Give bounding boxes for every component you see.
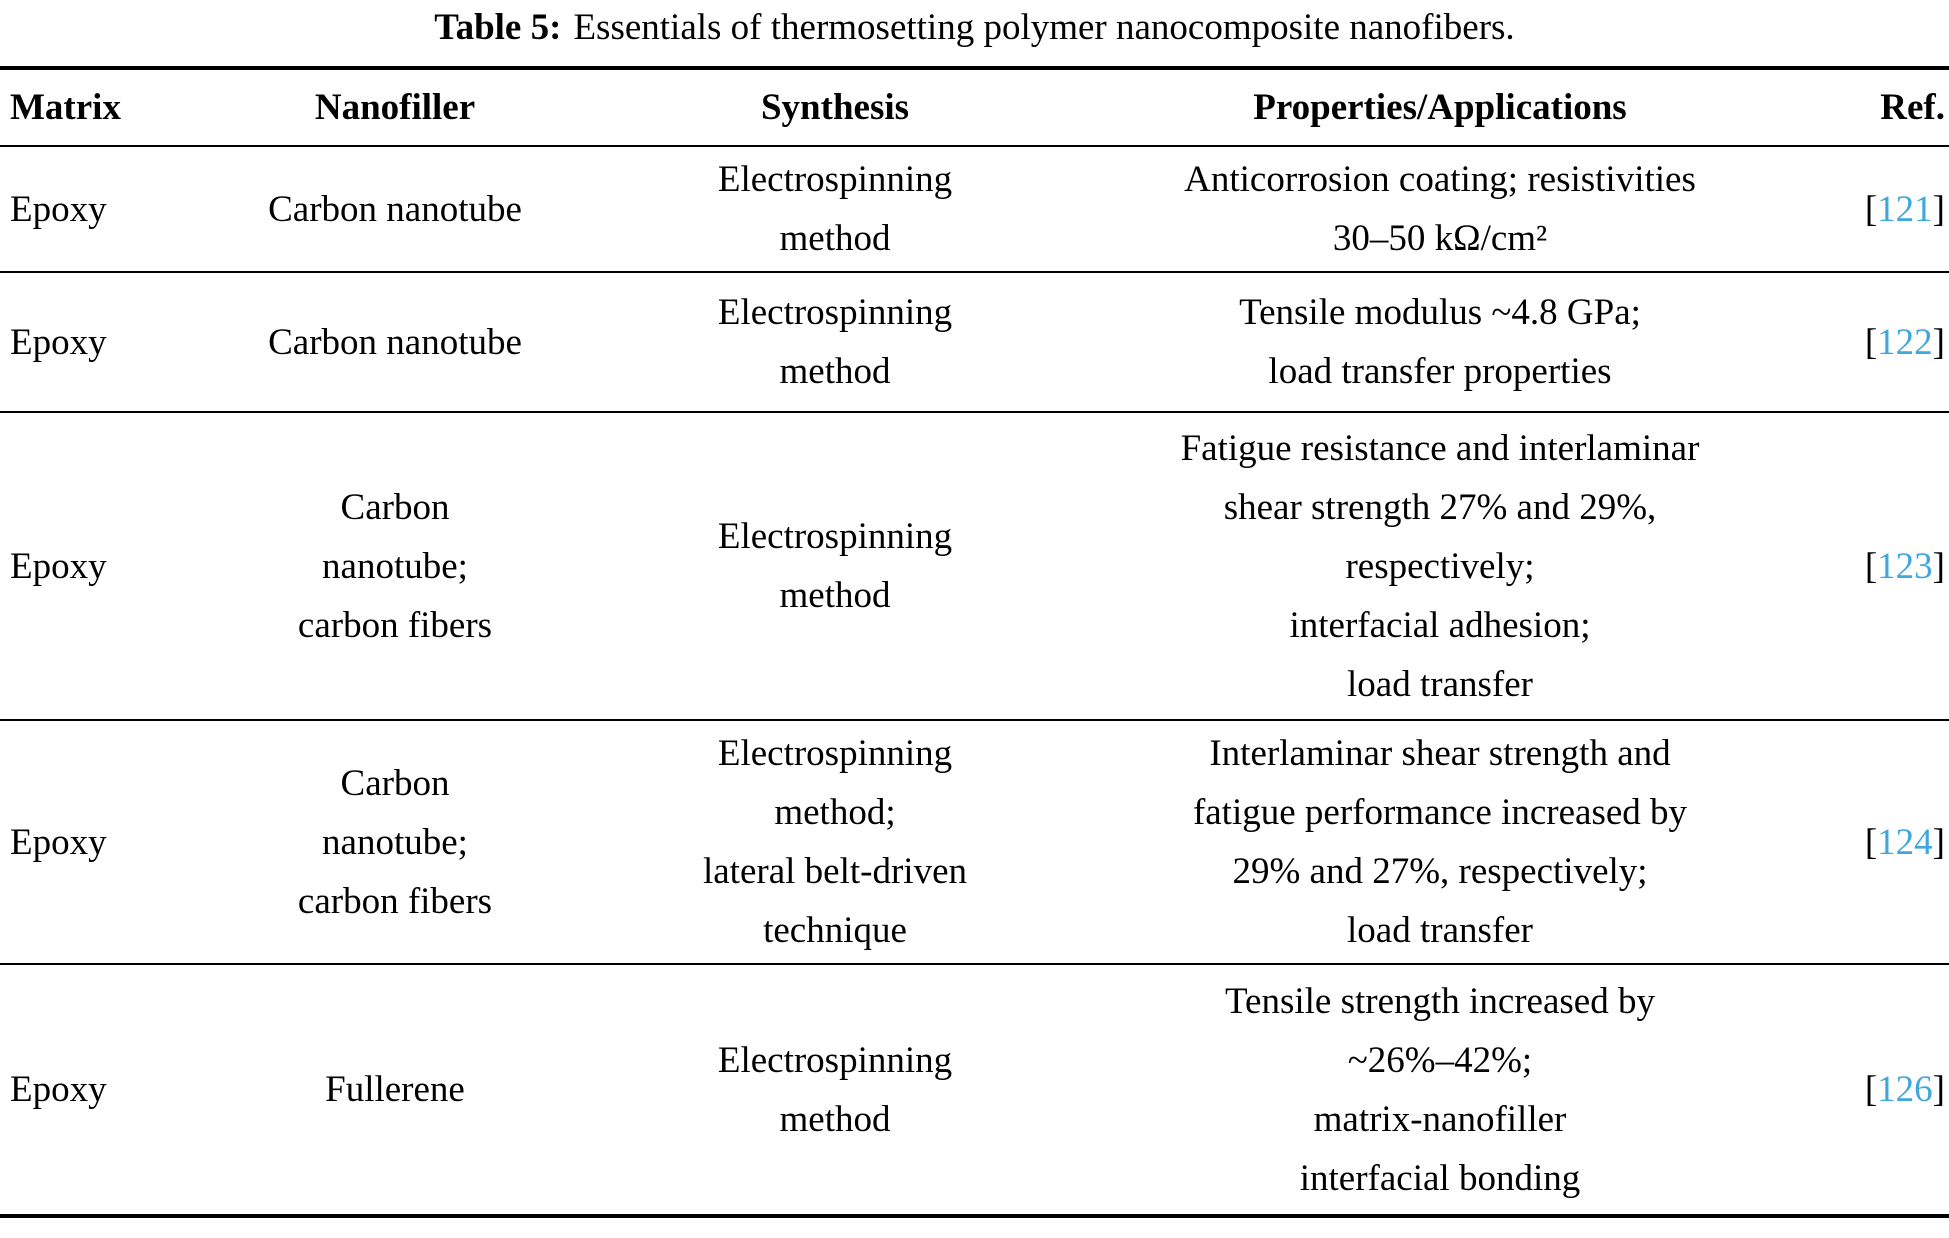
citation-link[interactable]: 122 bbox=[1877, 321, 1933, 363]
cell-nanofiller: Carbon nanotube bbox=[268, 321, 522, 363]
cell-nanofiller: Carbon nanotube bbox=[268, 188, 522, 230]
header-row: Matrix Nanofiller Synthesis Properties/A… bbox=[0, 68, 1949, 147]
header-nanofiller: Nanofiller bbox=[180, 68, 610, 147]
cell-matrix: Epoxy bbox=[10, 1069, 107, 1110]
citation-link[interactable]: 121 bbox=[1877, 188, 1933, 230]
cell-ref: [126] bbox=[1820, 964, 1949, 1216]
ref-bracket-open: [ bbox=[1864, 188, 1878, 230]
cell-nanofiller: Carbon nanotube; carbon fibers bbox=[297, 486, 493, 646]
table-row: Epoxy Carbon nanotube; carbon fibers Ele… bbox=[0, 720, 1949, 964]
ref-bracket-close: ] bbox=[1932, 188, 1945, 230]
ref-bracket-close: ] bbox=[1932, 821, 1945, 863]
table-row: Epoxy Carbon nanotube Electrospinning me… bbox=[0, 272, 1949, 412]
header-synthesis: Synthesis bbox=[610, 68, 1060, 147]
cell-ref: [123] bbox=[1820, 412, 1949, 720]
ref-bracket-close: ] bbox=[1932, 321, 1945, 363]
cell-synthesis: Electrospinning method bbox=[717, 1039, 953, 1140]
cell-synthesis: Electrospinning method bbox=[717, 516, 953, 616]
nanocomposite-table: Matrix Nanofiller Synthesis Properties/A… bbox=[0, 66, 1949, 1218]
cell-matrix: Epoxy bbox=[10, 545, 107, 587]
table-caption-label: Table 5: bbox=[434, 7, 562, 48]
header-matrix: Matrix bbox=[0, 68, 180, 147]
ref-bracket-close: ] bbox=[1932, 1069, 1945, 1110]
cell-ref: [121] bbox=[1820, 146, 1949, 272]
cell-synthesis: Electrospinning method bbox=[717, 159, 953, 259]
citation-link[interactable]: 124 bbox=[1877, 821, 1933, 863]
cell-properties: Tensile modulus ~4.8 GPa; load transfer … bbox=[1239, 292, 1641, 392]
table-row: Epoxy Carbon nanotube; carbon fibers Ele… bbox=[0, 412, 1949, 720]
cell-nanofiller: Fullerene bbox=[325, 1069, 465, 1110]
cell-properties: Fatigue resistance and interlaminar shea… bbox=[1180, 427, 1700, 705]
table-body: Epoxy Carbon nanotube Electrospinning me… bbox=[0, 146, 1949, 1216]
cell-synthesis: Electrospinning method; lateral belt-dri… bbox=[702, 733, 967, 951]
citation-link[interactable]: 123 bbox=[1877, 545, 1933, 587]
cell-properties: Tensile strength increased by ~26%–42%; … bbox=[1225, 980, 1655, 1199]
ref-bracket-open: [ bbox=[1864, 821, 1878, 863]
table-row: Epoxy Fullerene Electrospinning method T… bbox=[0, 964, 1949, 1216]
header-ref: Ref. bbox=[1820, 68, 1949, 147]
ref-bracket-open: [ bbox=[1864, 321, 1878, 363]
ref-bracket-open: [ bbox=[1864, 545, 1878, 587]
cell-ref: [124] bbox=[1820, 720, 1949, 964]
ref-bracket-open: [ bbox=[1864, 1069, 1878, 1110]
cell-matrix: Epoxy bbox=[10, 821, 107, 863]
cell-matrix: Epoxy bbox=[10, 321, 107, 363]
cell-nanofiller: Carbon nanotube; carbon fibers bbox=[297, 762, 493, 922]
cell-synthesis: Electrospinning method bbox=[717, 292, 953, 392]
cell-matrix: Epoxy bbox=[10, 188, 107, 230]
ref-bracket-close: ] bbox=[1932, 545, 1945, 587]
table-header: Matrix Nanofiller Synthesis Properties/A… bbox=[0, 68, 1949, 147]
citation-link[interactable]: 126 bbox=[1877, 1069, 1933, 1110]
cell-properties: Anticorrosion coating; resistivities 30–… bbox=[1184, 159, 1696, 259]
header-properties: Properties/Applications bbox=[1060, 68, 1820, 147]
cell-ref: [122] bbox=[1820, 272, 1949, 412]
table-row: Epoxy Carbon nanotube Electrospinning me… bbox=[0, 146, 1949, 272]
table-caption-text: Essentials of thermosetting polymer nano… bbox=[573, 7, 1515, 48]
table-caption: Table 5: Essentials of thermosetting poly… bbox=[0, 0, 1949, 66]
cell-properties: Interlaminar shear strength and fatigue … bbox=[1192, 733, 1688, 951]
